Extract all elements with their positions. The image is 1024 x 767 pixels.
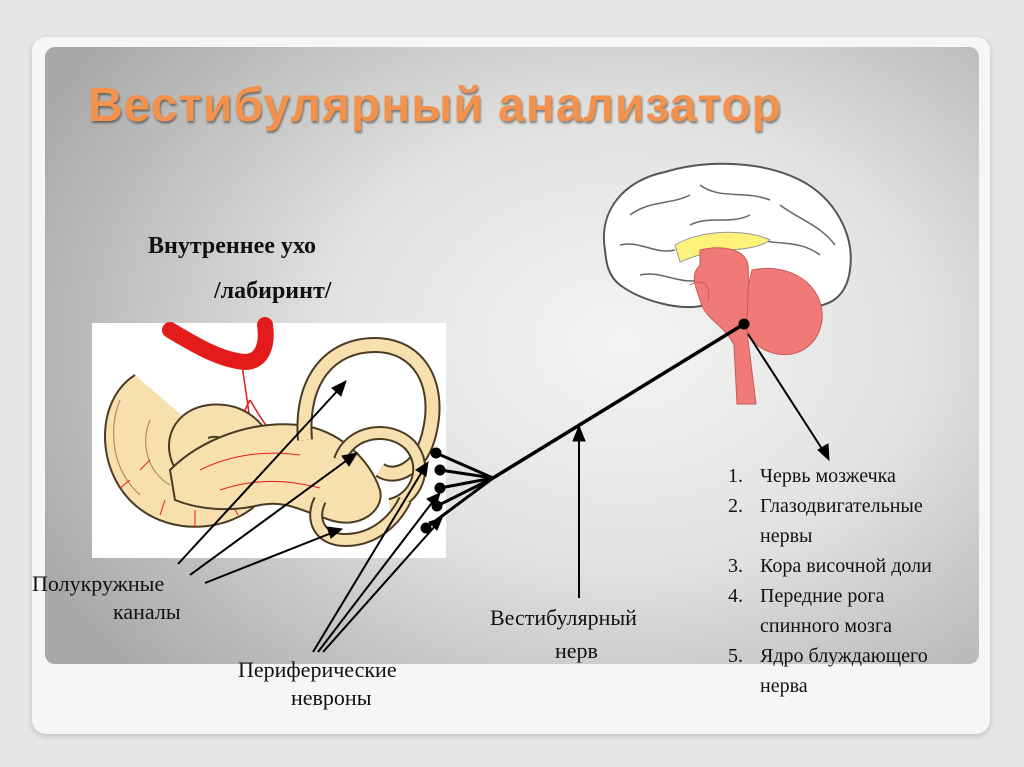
inner-ear-illustration [104,317,441,548]
list-number: 1. [728,465,743,487]
blood-vessel [162,317,274,371]
list-item-text: Глазодвигательные [760,495,923,517]
list-item: 3. Кора височной доли [728,551,932,581]
vestibular-nerve-line [492,322,745,480]
label-peripheral-neurons: Периферические [238,657,397,682]
slide-title: Вестибулярный анализатор [88,79,782,132]
nucleus-dot [738,318,750,330]
list-item-text: Червь мозжечка [760,465,896,487]
label-peripheral-neurons-line2: невроны [291,685,372,710]
label-vestibular-nerve: Вестибулярный [490,605,637,630]
list-item-text-line2: нервы [760,525,813,547]
neuron-dot [420,522,432,534]
list-item: 5. Ядро блуждающего нерва [728,641,932,701]
label-vestibular-nerve-line2: нерв [555,638,598,663]
list-item-text: Кора височной доли [760,555,932,577]
list-item-text-line2: спинного мозга [760,615,893,637]
vestibule [168,423,382,524]
target-structures-list: 1. Червь мозжечка 2. Глазодвигательные н… [728,461,932,701]
list-number: 2. [728,495,743,517]
list-item-text-line2: нерва [760,675,808,697]
neural-pathway [177,318,830,653]
list-item: 2. Глазодвигательные нервы [728,491,932,551]
list-number: 3. [728,555,743,577]
list-number: 5. [728,645,743,667]
corpus-callosum [674,231,771,263]
neuron-dot [434,464,446,476]
labyrinth-heading: /лабиринт/ [214,278,332,304]
brainstem [693,247,757,405]
brain-illustration [602,162,852,405]
list-number: 4. [728,585,743,607]
list-item: 1. Червь мозжечка [728,461,932,491]
inner-ear-heading: Внутреннее ухо [148,233,316,259]
list-item-text: Передние рога [760,585,885,607]
neuron-dot [430,447,442,459]
label-semicircular-canals-line2: каналы [113,599,181,624]
label-semicircular-canals: Полукружные [32,571,165,596]
list-item-text: Ядро блуждающего [760,645,928,667]
neuron-dot [434,482,446,494]
list-item: 4. Передние рога спинного мозга [728,581,932,641]
